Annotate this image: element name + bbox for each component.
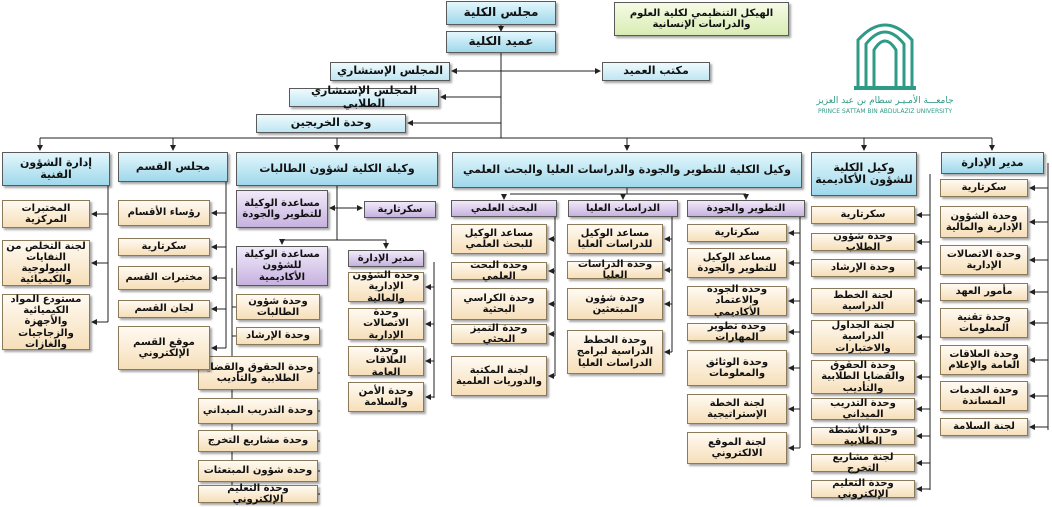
- university-emblem-icon: [854, 23, 916, 90]
- graduate-head-box[interactable]: الدراسات العليا: [568, 200, 678, 217]
- academic-head-box[interactable]: وكيل الكلية للشؤون الأكاديمية: [811, 152, 917, 196]
- female-academic-unit-box-2[interactable]: وحدة الإرشاد: [236, 327, 320, 345]
- logo-arabic-text: جامعـــة الأمـيـر سطام بن عبد العزيز: [816, 96, 954, 106]
- research-unit-box-5[interactable]: لجنة المكتبة والدوريات العلمية: [451, 356, 547, 396]
- female-admin-unit-box-3[interactable]: وحدة العلاقات العامة: [348, 344, 424, 378]
- quality-unit-box-4[interactable]: وحدة تطوير المهارات: [687, 321, 787, 343]
- female-admin-unit-box-4[interactable]: وحدة الأمن والسلامة: [348, 382, 424, 412]
- graduate-unit-box-1[interactable]: مساعد الوكيل للدراسات العليا: [567, 224, 663, 254]
- student-advisory-box[interactable]: المجلس الإستشاري الطلابي: [289, 85, 439, 109]
- academic-unit-box-5[interactable]: لجنة الجداول الدراسية والاختبارات: [811, 320, 915, 354]
- admin-unit-box-2[interactable]: وحدة الشؤون الإدارية والمالية: [940, 206, 1028, 238]
- admin-unit-box-8[interactable]: لجنة السلامة: [940, 418, 1028, 436]
- admin-unit-box-3[interactable]: وحدة الاتصالات الإدارية: [940, 245, 1028, 275]
- admin-head-box[interactable]: مدير الإدارة: [941, 152, 1044, 174]
- department-unit-box-5[interactable]: موقع القسم الإلكتروني: [118, 326, 210, 370]
- academic-unit-box-1[interactable]: سكرتارية: [811, 206, 915, 224]
- technical-unit-box-1[interactable]: المختبرات المركزية: [2, 200, 90, 228]
- female-admin-head-box[interactable]: مدير الإدارة: [348, 250, 424, 267]
- logo-english-text: PRINCE SATTAM BIN ABDULAZIZ UNIVERSITY: [817, 108, 953, 115]
- research-unit-box-4[interactable]: وحدة التميز البحثي: [451, 323, 547, 345]
- female-academic-unit-box-3[interactable]: وحدة الحقوق والقضايا الطلابية والتأديب: [198, 356, 318, 390]
- admin-unit-box-6[interactable]: وحدة العلاقات العامة والإعلام: [940, 345, 1028, 375]
- technical-unit-box-3[interactable]: مستودع المواد الكيميائية والأجهزة والزجا…: [2, 294, 90, 350]
- alumni-unit-box[interactable]: وحدة الخريجين: [256, 114, 406, 133]
- advisory-council-box[interactable]: المجلس الإستشاري: [330, 62, 450, 81]
- academic-unit-box-10[interactable]: وحدة التعليم الإلكتروني: [811, 478, 915, 500]
- quality-unit-box-2[interactable]: مساعد الوكيل للتطوير والجودة: [687, 248, 787, 278]
- female-secretary-box[interactable]: سكرتارية: [364, 201, 436, 218]
- admin-unit-box-4[interactable]: مأمور العهد: [940, 283, 1028, 301]
- graduate-unit-box-3[interactable]: وحدة شؤون المبتعثين: [567, 288, 663, 320]
- female-academic-unit-box-1[interactable]: وحدة شؤون الطالبات: [236, 294, 320, 320]
- university-logo: جامعـــة الأمـيـر سطام بن عبد العزيز PRI…: [810, 8, 960, 120]
- quality-unit-box-5[interactable]: وحدة الوثائق والمعلومات: [687, 350, 787, 386]
- female-academic-unit-box-7[interactable]: وحدة التعليم الإلكتروني: [198, 483, 318, 505]
- female-head-box[interactable]: وكيلة الكلية لشؤون الطالبات: [236, 152, 438, 186]
- quality-unit-box-3[interactable]: وحدة الجودة والاعتماد الأكاديمي: [687, 284, 787, 318]
- quality-unit-box-7[interactable]: لجنة الموقع الالكتروني: [687, 432, 787, 464]
- dean-office-box[interactable]: مكتب العميد: [602, 62, 710, 81]
- academic-unit-box-9[interactable]: لجنة مشاريع التخرج: [811, 452, 915, 474]
- technical-unit-box-2[interactable]: لجنة التخلص من النفايات البيولوجية والكي…: [2, 240, 90, 286]
- connector: [279, 239, 337, 245]
- department-unit-box-4[interactable]: لجان القسم: [118, 300, 210, 318]
- academic-unit-box-3[interactable]: وحدة الإرشاد: [811, 259, 915, 277]
- admin-unit-box-1[interactable]: سكرتارية: [940, 179, 1028, 197]
- dean-box[interactable]: عميد الكلية: [446, 31, 556, 53]
- academic-unit-box-7[interactable]: وحدة التدريب الميداني: [811, 398, 915, 420]
- female-academic-asst-box[interactable]: مساعدة الوكيلة للشؤون الأكاديمية: [236, 246, 328, 286]
- research-head-box[interactable]: البحث العلمي: [451, 200, 557, 217]
- female-quality-asst-box[interactable]: مساعدة الوكيلة للتطوير والجودة: [236, 190, 328, 228]
- connector: [337, 239, 389, 249]
- quality-unit-box-1[interactable]: سكرتارية: [687, 224, 787, 242]
- department-council-box[interactable]: مجلس القسم: [118, 152, 228, 182]
- academic-unit-box-2[interactable]: وحدة شؤون الطلاب: [811, 231, 915, 253]
- academic-unit-box-8[interactable]: وحدة الأنشطة الطلابية: [811, 425, 915, 447]
- female-academic-unit-box-4[interactable]: وحدة التدريب الميداني: [198, 398, 318, 424]
- research-unit-box-3[interactable]: وحدة الكراسي البحثية: [451, 288, 547, 320]
- female-admin-unit-box-1[interactable]: وحدة الشؤون الإدارية والمالية: [348, 270, 424, 304]
- department-unit-box-3[interactable]: مختبرات القسم: [118, 266, 210, 290]
- female-admin-unit-box-2[interactable]: وحدة الاتصالات الإدارية: [348, 307, 424, 341]
- research-unit-box-1[interactable]: مساعد الوكيل للبحث العلمي: [451, 224, 547, 254]
- development-head-box[interactable]: وكيل الكلية للتطوير والجودة والدراسات ال…: [452, 152, 802, 188]
- admin-unit-box-7[interactable]: وحدة الخدمات المساندة: [940, 381, 1028, 411]
- quality-head-box[interactable]: التطوير والجودة: [687, 200, 805, 217]
- college-council-box[interactable]: مجلس الكلية: [446, 1, 556, 25]
- admin-unit-box-5[interactable]: وحدة تقنية المعلومات: [940, 308, 1028, 338]
- research-unit-box-2[interactable]: وحدة البحث العلمي: [451, 260, 547, 282]
- chart-title-box: الهيكل التنظيمي لكلية العلوم والدراسات ا…: [614, 2, 789, 36]
- female-academic-unit-box-6[interactable]: وحدة شؤون المبتعثات: [198, 460, 318, 482]
- academic-unit-box-4[interactable]: لجنة الخطط الدراسية: [811, 288, 915, 314]
- department-unit-box-2[interactable]: سكرتارية: [118, 238, 210, 256]
- quality-unit-box-6[interactable]: لجنة الخطة الإستراتيجية: [687, 394, 787, 424]
- graduate-unit-box-2[interactable]: وحدة الدراسات العليا: [567, 259, 663, 281]
- female-academic-unit-box-5[interactable]: وحدة مشاريع التخرج: [198, 430, 318, 452]
- graduate-unit-box-4[interactable]: وحدة الخطط الدراسية لبرامج الدراسات العل…: [567, 330, 663, 374]
- department-unit-box-1[interactable]: رؤساء الأقسام: [118, 200, 210, 226]
- technical-affairs-box[interactable]: إدارة الشؤون الفنية: [2, 152, 110, 186]
- academic-unit-box-6[interactable]: وحدة الحقوق والقضايا الطلابية والتأديب: [811, 360, 915, 394]
